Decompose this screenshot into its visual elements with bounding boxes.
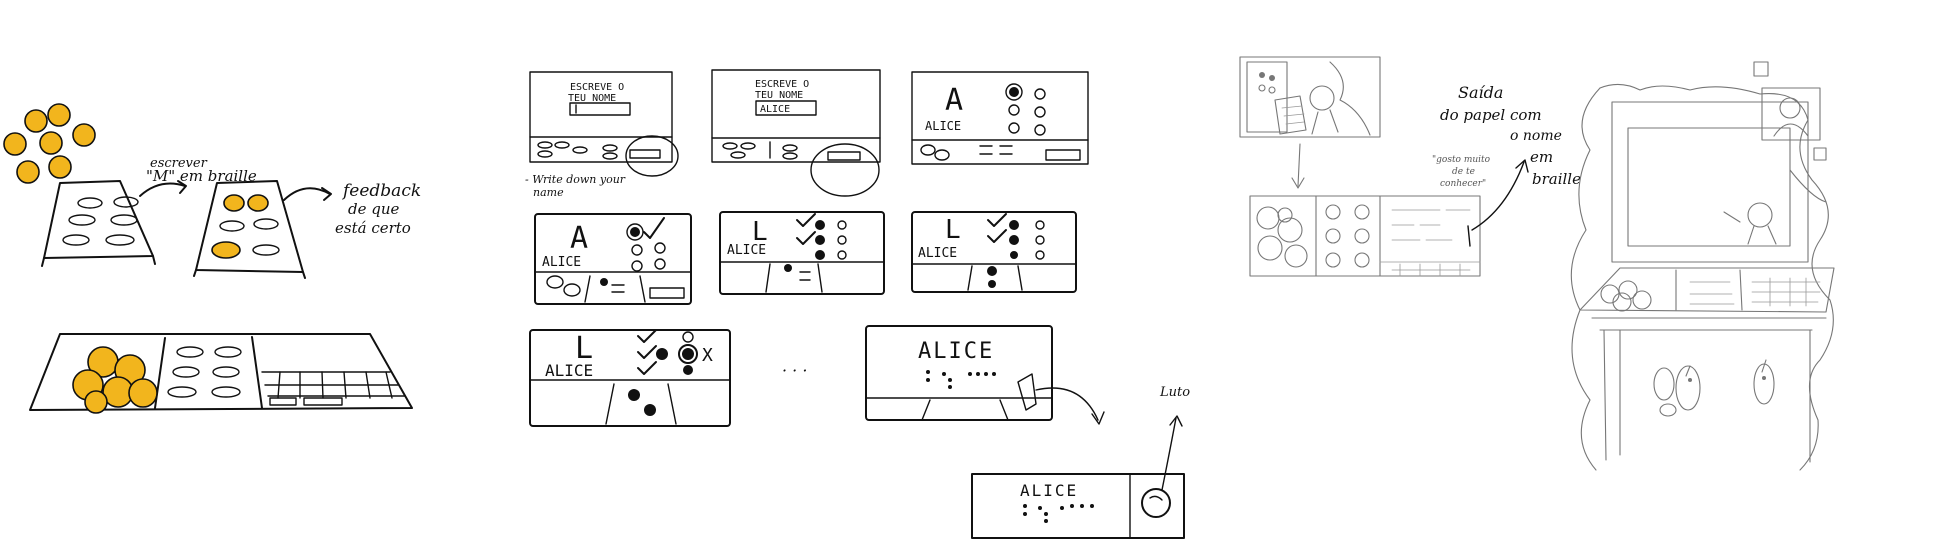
frame6-name: ALICE <box>918 246 957 261</box>
frame5-name: ALICE <box>727 243 766 258</box>
storyboard-frame-1: ESCREVE O TEU NOME - Write down your nam… <box>525 71 679 199</box>
frame3-letter: A <box>945 83 965 118</box>
write-down-caption-line1: - Write down your <box>525 173 626 186</box>
feedback-line1: feedback <box>341 181 421 201</box>
final-name: ALICE <box>918 339 994 364</box>
exit-note-line5: braille <box>1532 170 1581 188</box>
frame2-prompt-line1: ESCREVE O <box>755 79 809 90</box>
exit-note-line2: do papel com <box>1440 106 1542 124</box>
frame2-typed-name: ALICE <box>760 104 790 115</box>
arrow-up-to-label <box>1161 417 1177 491</box>
frame3-name: ALICE <box>925 119 961 133</box>
frame7-letter: L <box>575 331 595 366</box>
write-m-label-line2: "M" em braille <box>146 167 257 185</box>
kiosk-notes: Saída do papel com o nome em braille "go… <box>1432 83 1581 189</box>
quote-note-line1: "gosto muito <box>1432 155 1491 165</box>
storyboard-frame-4: A ALICE <box>534 213 692 305</box>
frame7-wrong-mark: X <box>702 345 715 366</box>
braille-pad-empty <box>41 180 156 267</box>
exit-note-line3: o nome <box>1510 128 1562 144</box>
braille-pad-concept: escrever "M" em braille feedback de que … <box>3 103 421 414</box>
storyboard-ellipsis: · · · <box>782 361 807 380</box>
write-down-caption-line2: name <box>533 186 564 199</box>
arrow-down-to-strip <box>1035 387 1099 421</box>
feedback-line3: está certo <box>335 219 411 237</box>
control-panel-sketch <box>29 333 413 414</box>
storyboard-frame-final: ALICE <box>865 325 1105 425</box>
frame4-letter: A <box>570 221 590 256</box>
arrow-label: Luto <box>1159 385 1190 400</box>
frame6-letter: L <box>945 215 963 245</box>
floating-braille-dots <box>3 103 96 184</box>
kiosk-thumbnail <box>1239 56 1381 189</box>
exit-note-line4: em <box>1530 148 1553 166</box>
kiosk-panel-pencil <box>1249 159 1529 277</box>
feedback-line2: de que <box>348 200 400 218</box>
kiosk-machine <box>1570 61 1835 471</box>
frame7-name: ALICE <box>545 361 593 380</box>
storyboard-frame-7: L ALICE X <box>529 329 731 427</box>
storyboard-frame-2: ESCREVE O TEU NOME ALICE <box>711 69 881 197</box>
quote-note-line3: conhecer" <box>1440 179 1486 189</box>
final-strip-name: ALICE <box>1020 481 1078 500</box>
storyboard-frame-3: A ALICE <box>911 71 1089 165</box>
arrow-to-feedback <box>283 187 331 201</box>
storyboard: ESCREVE O TEU NOME - Write down your nam… <box>525 69 1190 539</box>
frame1-prompt-line2: TEU NOME <box>568 93 616 104</box>
arrow-to-exit-note <box>1471 161 1525 231</box>
storyboard-final-strip: ALICE Luto <box>971 385 1190 539</box>
write-m-label-line1: escrever <box>150 156 208 171</box>
quote-note-line2: de te <box>1452 167 1475 177</box>
frame2-prompt-line2: TEU NOME <box>755 90 803 101</box>
frame5-letter: L <box>752 217 770 247</box>
frame1-prompt-line1: ESCREVE O <box>570 82 624 93</box>
arrow-to-write <box>139 182 186 197</box>
exit-note-line1: Saída <box>1458 83 1503 102</box>
frame4-name: ALICE <box>542 255 581 270</box>
braille-pad-letter-m <box>193 180 306 279</box>
storyboard-frame-5: L ALICE <box>719 211 885 295</box>
storyboard-frame-6: L ALICE <box>911 211 1077 293</box>
